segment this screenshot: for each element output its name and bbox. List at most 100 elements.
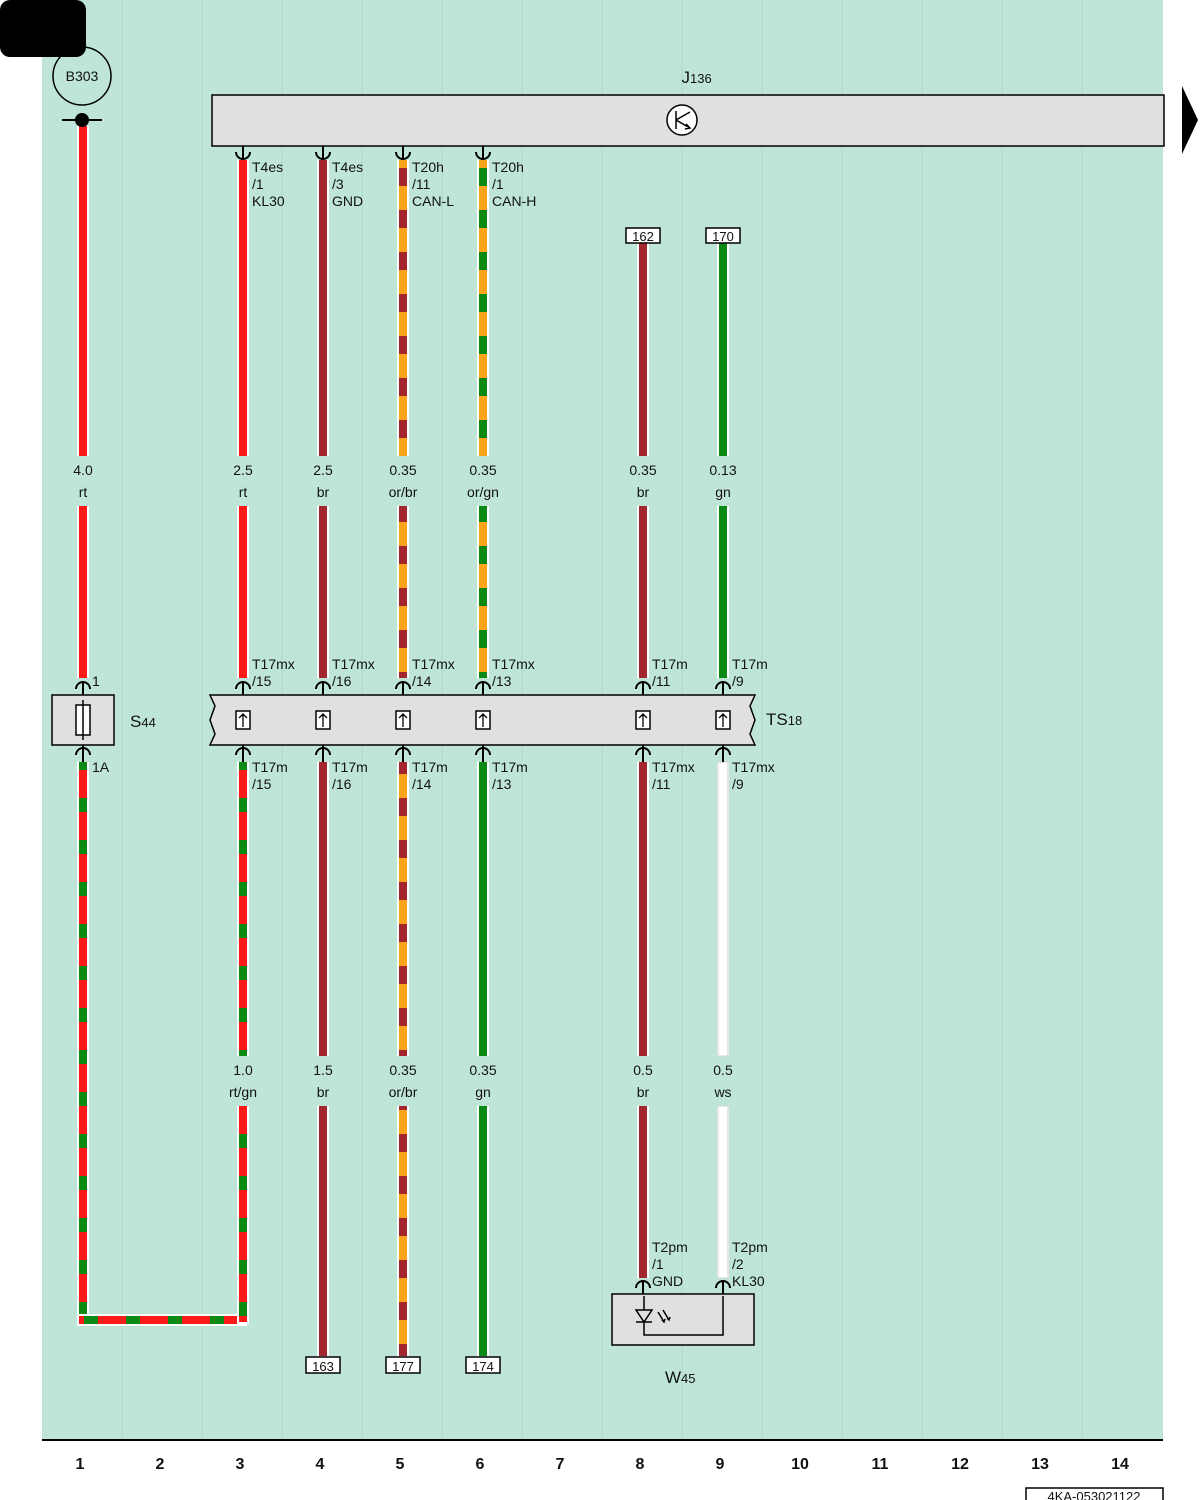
svg-text:10: 10 [791, 1456, 809, 1473]
wire-5 [397, 160, 409, 1356]
svg-text:T2pm: T2pm [652, 1239, 688, 1255]
transistor-icon [666, 104, 698, 136]
svg-text:/14: /14 [412, 776, 432, 792]
ref-box-170-label: 170 [712, 229, 734, 244]
page-tab [0, 0, 86, 57]
ref-box-162-label: 162 [632, 229, 654, 244]
svg-text:/11: /11 [652, 673, 671, 689]
svg-text:0.13: 0.13 [709, 462, 736, 478]
led-icon [634, 1296, 724, 1336]
document-number: 4KA-053021122 [1025, 1487, 1164, 1500]
fuse-pin-top: 1 [92, 673, 100, 689]
svg-text:T17mx: T17mx [332, 656, 375, 672]
ts18-terminal-arrows [238, 713, 728, 727]
lamp-label: W45 [665, 1368, 696, 1387]
svg-text:br: br [317, 1084, 330, 1100]
svg-text:/11: /11 [652, 776, 671, 792]
svg-text:br: br [637, 484, 650, 500]
svg-text:T17mx: T17mx [412, 656, 455, 672]
svg-text:4: 4 [316, 1456, 325, 1473]
wire-3-lower [237, 762, 249, 1324]
svg-text:/15: /15 [252, 776, 272, 792]
svg-text:11: 11 [872, 1456, 889, 1473]
ref-box-163[interactable]: 163 [305, 1356, 341, 1374]
svg-text:T17m: T17m [332, 759, 368, 775]
j136-pin-connectors [235, 146, 491, 160]
ref-box-174[interactable]: 174 [465, 1356, 501, 1374]
ref-box-177[interactable]: 177 [385, 1356, 421, 1374]
svg-text:4.0: 4.0 [73, 462, 93, 478]
ts-bottom-pin-labels: T17m/15 T17m/16 T17m/14 T17m/13 T17mx/11… [252, 759, 775, 792]
svg-text:1.5: 1.5 [313, 1062, 333, 1078]
svg-text:rt: rt [79, 484, 88, 500]
wire-1-upper [77, 126, 89, 678]
wire-9 [717, 243, 729, 1279]
lamp-pin-connectors [635, 1280, 731, 1294]
svg-text:T2pm: T2pm [732, 1239, 768, 1255]
wires [77, 126, 729, 1356]
svg-text:rt: rt [239, 484, 248, 500]
svg-text:2.5: 2.5 [313, 462, 333, 478]
svg-text:/16: /16 [332, 673, 352, 689]
svg-text:0.5: 0.5 [633, 1062, 653, 1078]
svg-text:9: 9 [716, 1456, 725, 1473]
wire-4 [317, 160, 329, 1356]
j136-pin-1-l3: KL30 [252, 193, 285, 209]
document-number-label: 4KA-053021122 [1047, 1489, 1140, 1500]
svg-text:0.35: 0.35 [389, 462, 416, 478]
svg-text:0.5: 0.5 [713, 1062, 733, 1078]
wire-3-upper [237, 160, 249, 678]
svg-text:2: 2 [156, 1456, 165, 1473]
fuse-label: S44 [130, 712, 156, 731]
svg-text:1.0: 1.0 [233, 1062, 253, 1078]
svg-text:br: br [637, 1084, 650, 1100]
control-unit-sub: 136 [690, 71, 712, 86]
svg-text:KL30: KL30 [732, 1273, 765, 1289]
svg-text:/9: /9 [732, 673, 744, 689]
svg-text:0.35: 0.35 [469, 462, 496, 478]
svg-text:12: 12 [951, 1456, 969, 1473]
svg-text:14: 14 [1111, 1456, 1129, 1473]
fuse-pin-bottom: 1A [92, 759, 110, 775]
j136-pin-1-l1: T4es [252, 159, 283, 175]
svg-text:1: 1 [76, 1456, 85, 1473]
svg-text:/9: /9 [732, 776, 744, 792]
svg-text:/13: /13 [492, 776, 512, 792]
ts18-label: TS18 [766, 710, 802, 729]
j136-pin-2-l1: T4es [332, 159, 363, 175]
svg-text:T17mx: T17mx [252, 656, 295, 672]
svg-text:T17mx: T17mx [652, 759, 695, 775]
j136-pin-3-l2: /11 [412, 176, 431, 192]
svg-text:T17mx: T17mx [732, 759, 775, 775]
ref-box-162[interactable]: 162 [625, 227, 661, 244]
svg-text:/16: /16 [332, 776, 352, 792]
column-numbers: 1 2 3 4 5 6 7 8 9 10 11 12 13 14 [76, 1456, 1129, 1473]
svg-text:T17mx: T17mx [492, 656, 535, 672]
ground-point-b303[interactable]: B303 [52, 46, 112, 127]
svg-text:gn: gn [715, 484, 731, 500]
svg-text:/13: /13 [492, 673, 512, 689]
control-unit-label: J [682, 68, 691, 87]
wire-1-lower [77, 762, 247, 1326]
svg-text:T17m: T17m [732, 656, 768, 672]
svg-text:/2: /2 [732, 1256, 744, 1272]
svg-text:or/br: or/br [389, 484, 418, 500]
connector-strip-ts18[interactable]: TS18 [208, 694, 802, 746]
svg-text:13: 13 [1031, 1456, 1049, 1473]
ref-box-170[interactable]: 170 [705, 227, 741, 244]
lamp-w45[interactable]: W45 [611, 1293, 755, 1387]
svg-text:2.5: 2.5 [233, 462, 253, 478]
svg-text:7: 7 [556, 1456, 565, 1473]
svg-text:T17m: T17m [412, 759, 448, 775]
control-unit-j136[interactable]: J 136 [211, 68, 1165, 147]
transistor-icon-symbol [675, 111, 692, 130]
svg-text:8: 8 [636, 1456, 645, 1473]
svg-text:3: 3 [236, 1456, 245, 1473]
strip-pin-connectors [75, 681, 731, 762]
ref-box-177-label: 177 [392, 1359, 414, 1374]
j136-pin-4-l1: T20h [492, 159, 524, 175]
next-page-arrow-icon[interactable] [1182, 86, 1198, 154]
